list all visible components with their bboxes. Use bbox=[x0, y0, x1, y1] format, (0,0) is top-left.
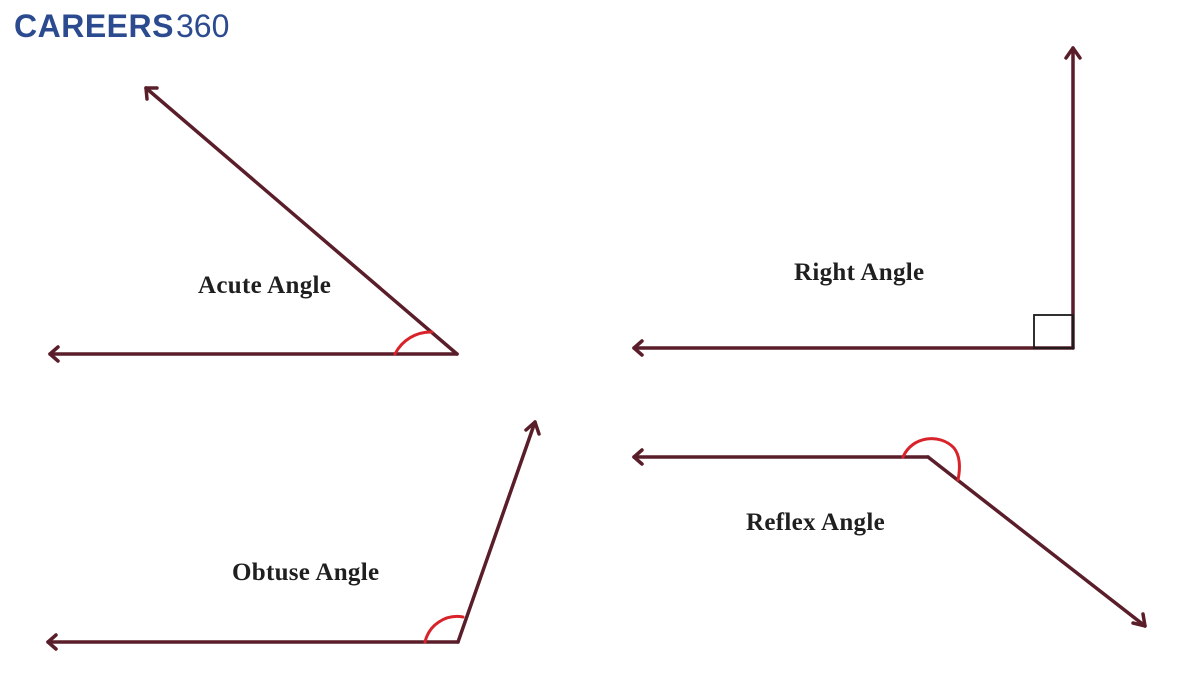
right-vertical-arrowhead bbox=[1064, 46, 1082, 60]
reflex-base-arrowhead bbox=[632, 448, 644, 466]
acute-slanted-arrowhead bbox=[144, 86, 159, 101]
reflex-angle-label: Reflex Angle bbox=[746, 509, 885, 536]
reflex-slanted-ray bbox=[926, 455, 1147, 628]
right-angle-figure: Right Angle bbox=[632, 46, 1082, 357]
obtuse-slanted-arrowhead bbox=[524, 420, 541, 436]
careers360-logo: CAREERS 360 bbox=[14, 8, 229, 48]
reflex-angle-figure: Reflex Angle bbox=[632, 437, 1147, 628]
obtuse-angle-figure: Obtuse Angle bbox=[46, 420, 541, 651]
right-base-arrowhead bbox=[632, 339, 644, 357]
reflex-slanted-arrowhead bbox=[1131, 612, 1147, 628]
acute-angle-figure: Acute Angle bbox=[48, 86, 459, 363]
acute-angle-label: Acute Angle bbox=[198, 272, 331, 299]
logo-word: CAREERS bbox=[14, 8, 174, 44]
acute-slanted-ray bbox=[144, 86, 459, 356]
acute-angle-arc bbox=[393, 330, 434, 356]
logo-number: 360 bbox=[175, 8, 230, 44]
obtuse-base-arrowhead bbox=[46, 633, 58, 651]
right-angle-square-marker bbox=[1033, 314, 1074, 349]
right-angle-label: Right Angle bbox=[794, 259, 924, 286]
obtuse-slanted-ray bbox=[456, 420, 537, 644]
obtuse-angle-label: Obtuse Angle bbox=[232, 559, 379, 586]
obtuse-angle-arc bbox=[423, 615, 465, 644]
acute-base-arrowhead bbox=[48, 345, 60, 363]
reflex-angle-arc bbox=[901, 437, 961, 482]
